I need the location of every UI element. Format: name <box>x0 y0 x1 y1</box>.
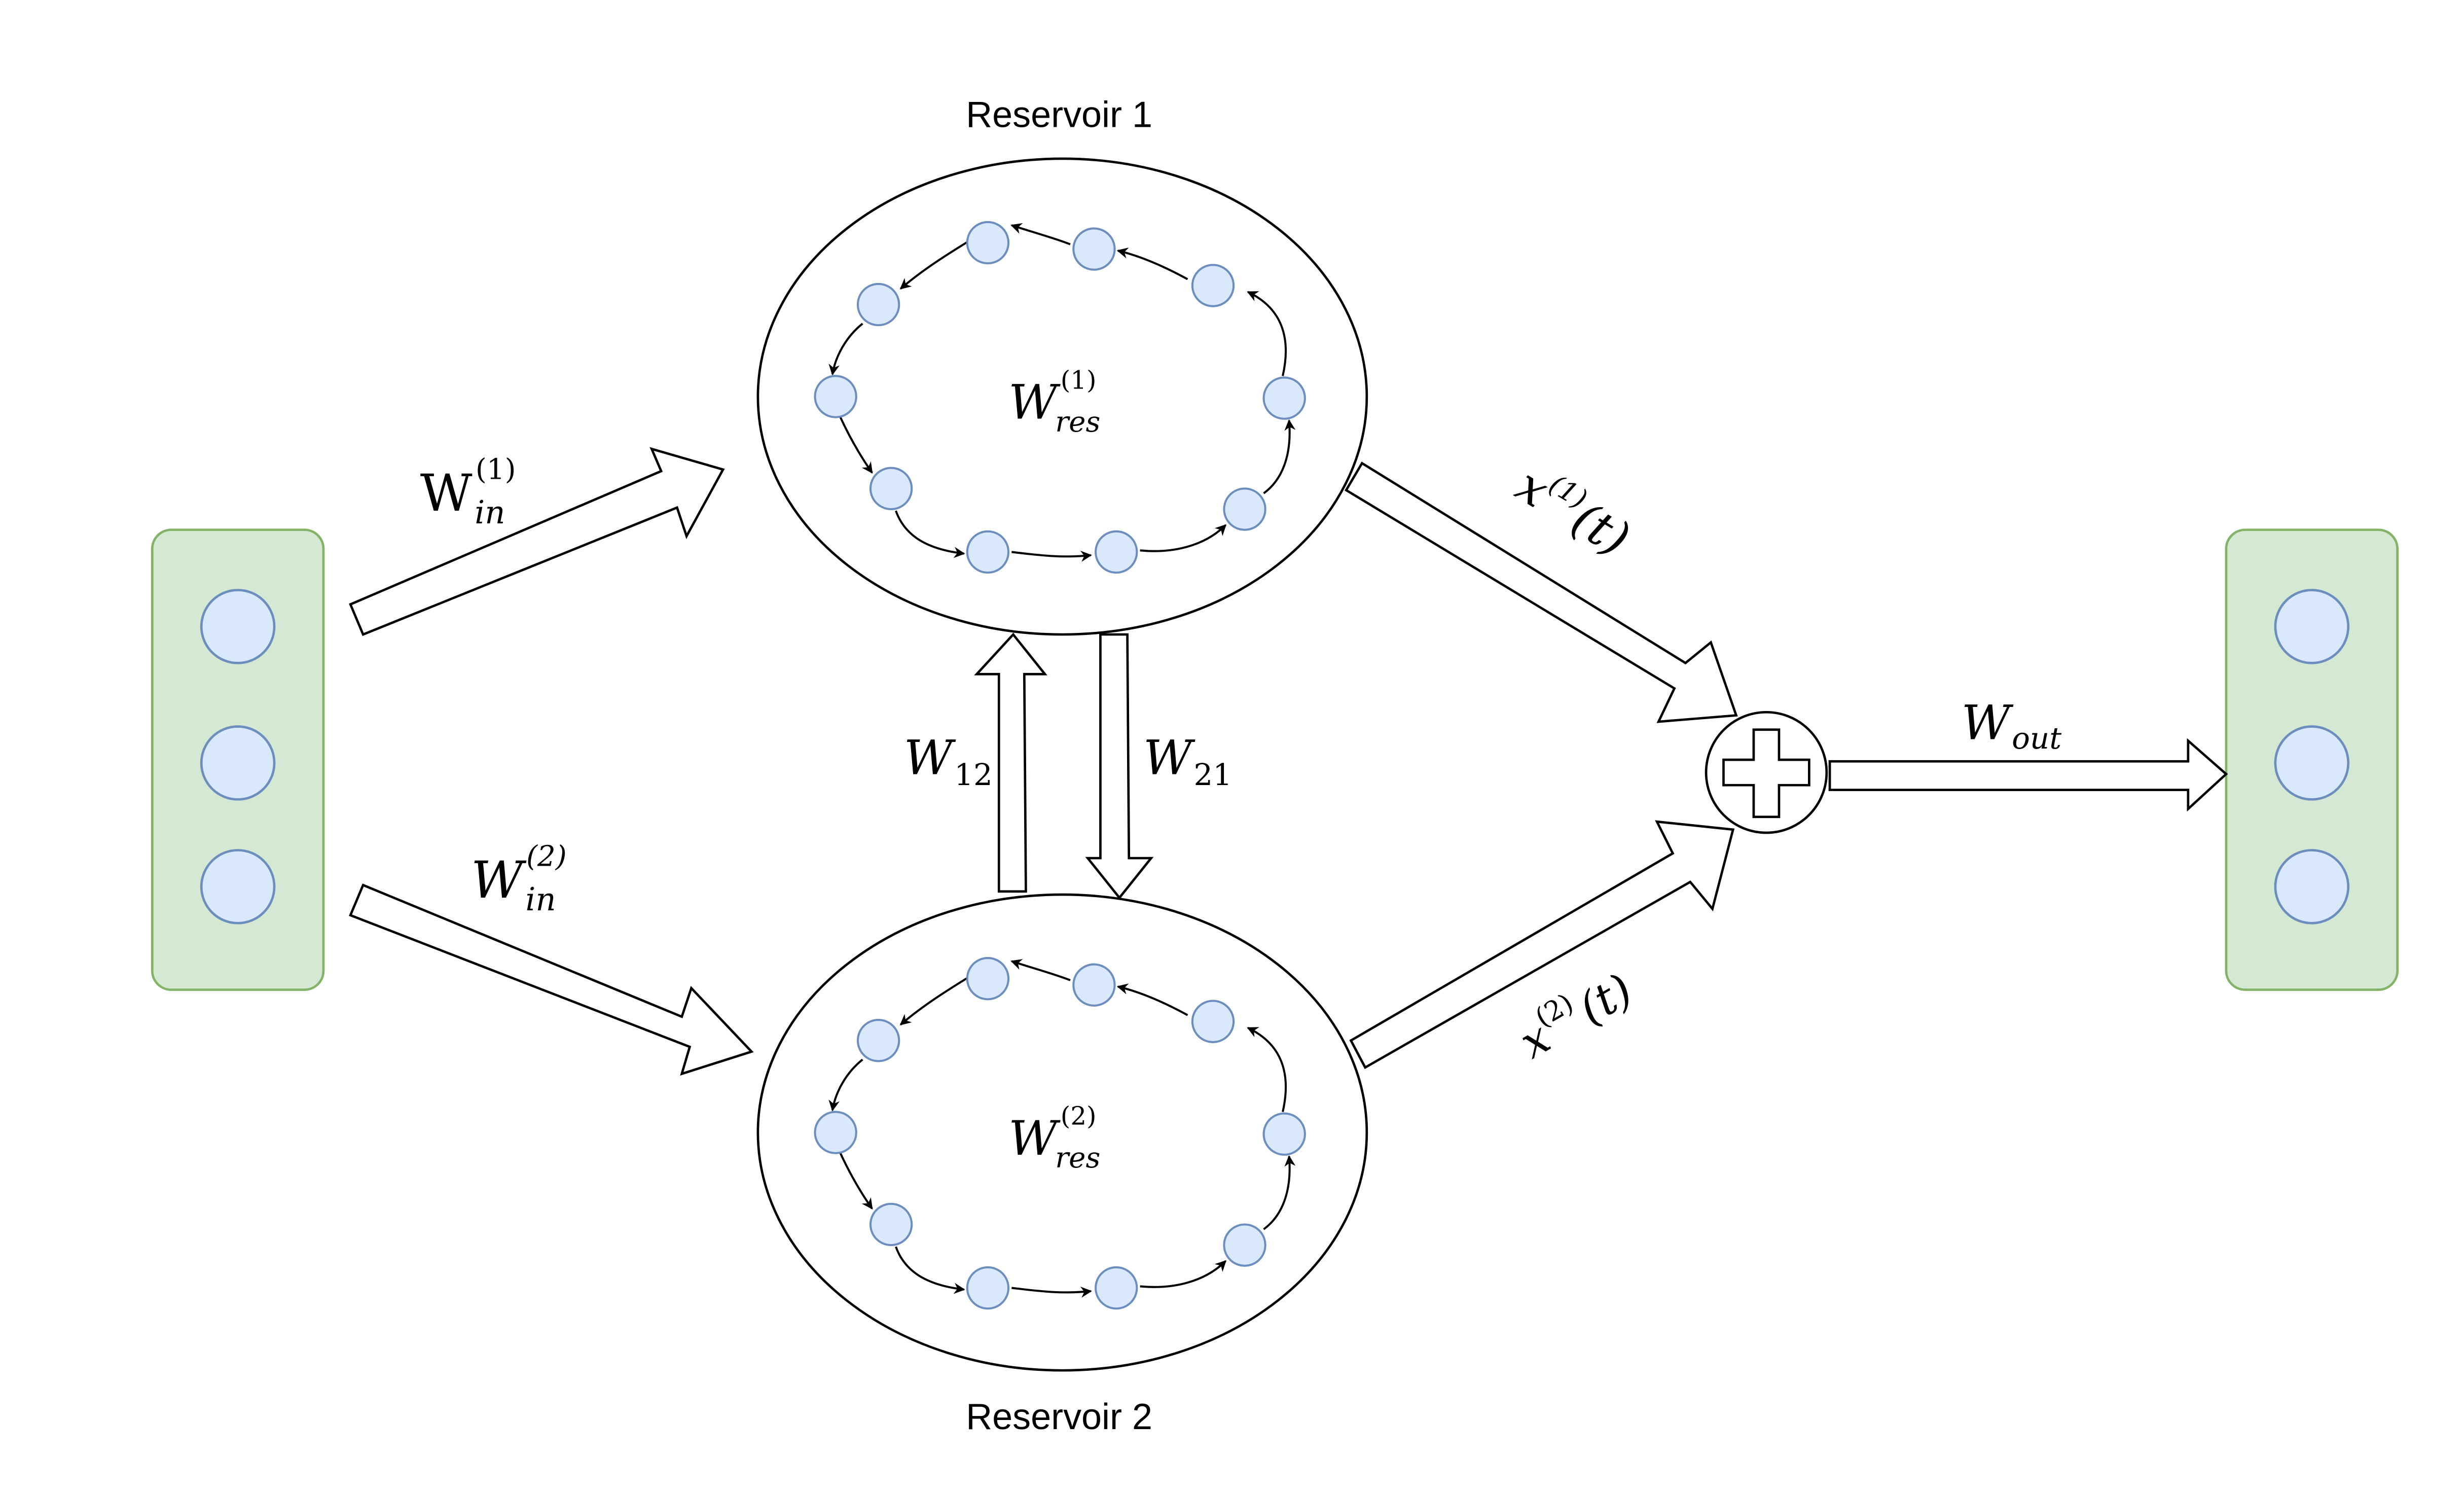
reservoir-neuron <box>1223 487 1266 531</box>
w12-arrow <box>974 632 1047 893</box>
x2-arrow <box>1349 820 1735 1070</box>
input-neuron <box>200 849 276 925</box>
reservoir-1-neurons <box>814 221 1306 574</box>
reservoir-neuron <box>856 282 900 327</box>
input-1-weight-label: W(1)in <box>420 453 516 531</box>
output-arrow <box>1828 738 2228 812</box>
output-neuron <box>2274 849 2350 925</box>
reservoir-neuron <box>1095 530 1138 574</box>
reservoir-1 <box>756 157 1368 636</box>
reservoir-neuron <box>1191 264 1235 307</box>
input-1-arrow <box>349 447 725 636</box>
reservoir-2-title: Reservoir 2 <box>966 1397 1152 1437</box>
reservoir-neuron <box>869 467 913 511</box>
reservoir-neuron <box>869 1202 913 1247</box>
reservoir-2 <box>756 893 1368 1372</box>
reservoir-2-matrix-label: W(2)res <box>1008 1101 1100 1174</box>
reservoir-neuron <box>966 1266 1010 1310</box>
input-2-arrow <box>349 883 754 1076</box>
output-layer <box>2225 528 2399 991</box>
w21-arrow <box>1085 633 1154 900</box>
input-2-weight-label: W(2)in <box>471 840 567 918</box>
reservoir-neuron <box>966 957 1010 1001</box>
reservoir-neuron <box>1095 1266 1138 1310</box>
output-neuron <box>2274 589 2350 664</box>
reservoir-neuron <box>814 1111 857 1154</box>
reservoir-neuron <box>1223 1223 1266 1267</box>
input-neuron <box>200 589 276 664</box>
reservoir-neuron <box>856 1019 900 1062</box>
reservoir-1-connections <box>828 223 1296 562</box>
output-neuron <box>2274 725 2350 801</box>
reservoir-neuron <box>966 221 1010 265</box>
reservoir-neuron <box>1072 227 1116 271</box>
reservoir-2-neurons <box>814 957 1306 1310</box>
reservoir-2-connections <box>828 959 1296 1298</box>
reservoir-neuron <box>1072 963 1116 1007</box>
reservoir-1-matrix-label: W(1)res <box>1008 365 1100 438</box>
reservoir-neuron <box>1262 1112 1306 1156</box>
input-layer <box>151 528 325 991</box>
reservoir-neuron <box>1262 376 1306 420</box>
plus-circle-icon <box>1705 711 1828 834</box>
reservoir-neuron <box>966 530 1010 574</box>
reservoir-neuron <box>1191 1000 1235 1043</box>
input-neuron <box>200 725 276 801</box>
state-1-label: x(1)(t) <box>1507 454 1641 567</box>
x1-arrow <box>1344 462 1738 723</box>
reservoir-neuron <box>814 375 857 418</box>
reservoir-1-title: Reservoir 1 <box>966 94 1152 135</box>
